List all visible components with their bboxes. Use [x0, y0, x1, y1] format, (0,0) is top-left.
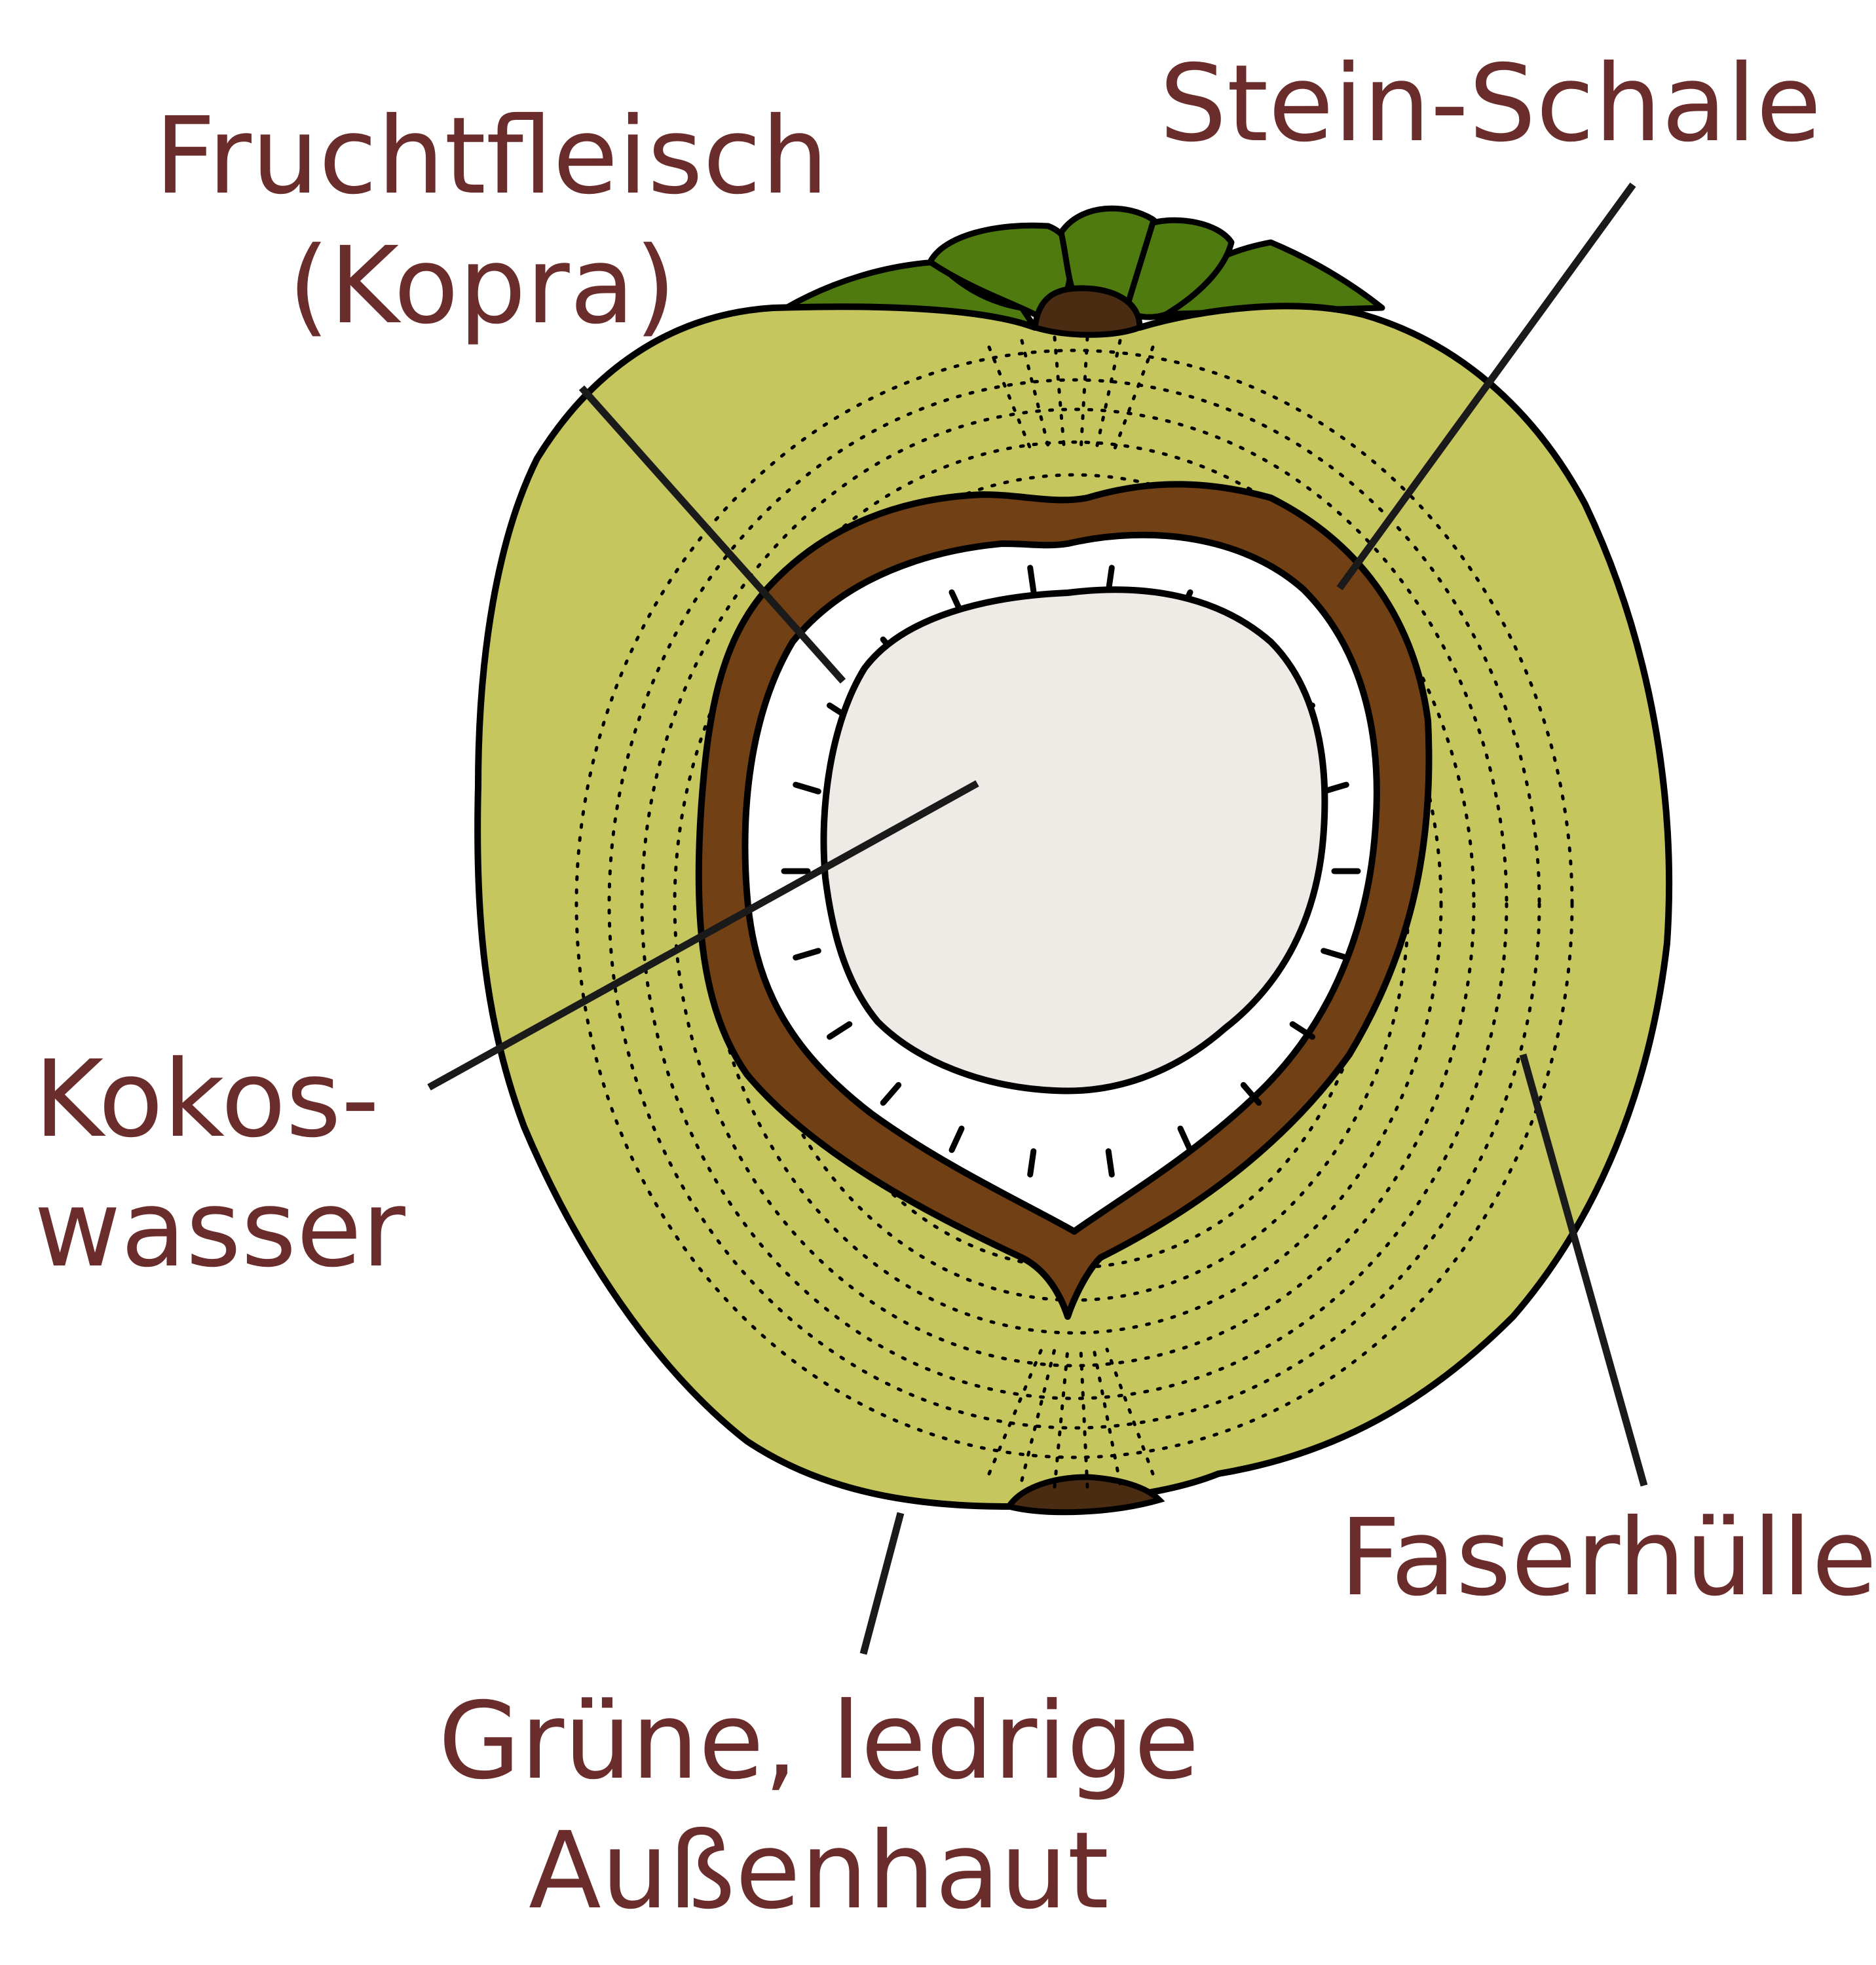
fibre-strand: [1053, 335, 1066, 454]
kernel-tick: [793, 948, 821, 961]
fibre-ring: [574, 348, 1574, 1459]
label-kokoswasser-line2: wasser: [34, 1168, 405, 1291]
kernel-tick: [1027, 565, 1037, 594]
fibre-strand: [1020, 1347, 1057, 1482]
coconut-water-cavity: [820, 586, 1328, 1095]
top-stem: [1032, 285, 1143, 338]
fibre-strand: [1112, 345, 1155, 454]
label-fruchtfleisch-line1: Fruchtfleisch: [155, 95, 829, 218]
kernel-tick: [1289, 1021, 1315, 1040]
kernel-tick: [880, 1082, 902, 1106]
kernel-tick: [1105, 1148, 1115, 1178]
fibre-strand: [1020, 339, 1050, 447]
fibre-strand: [987, 1347, 1043, 1476]
fibre-strand: [987, 345, 1034, 454]
bottom-stem: [1004, 1474, 1165, 1516]
leader-line-fruchtfleisch: [578, 385, 846, 684]
fibre-strand: [1053, 1347, 1070, 1489]
label-aussenhaut: Grüne, ledrige Außenhaut: [393, 1677, 1245, 1936]
label-faserhuelle-text: Faserhülle: [1340, 1497, 1876, 1620]
label-aussenhaut-line1: Grüne, ledrige: [438, 1680, 1199, 1803]
fibre-strand: [1095, 339, 1122, 447]
kernel-tick: [1240, 1082, 1262, 1106]
label-stein-schale-text: Stein-Schale: [1159, 43, 1822, 166]
fibre-ring: [705, 473, 1443, 1335]
leader-line-faserhuelle: [1519, 1053, 1648, 1487]
kernel-tick: [827, 1021, 853, 1040]
label-kokoswasser-line1: Kokos-: [34, 1038, 380, 1161]
fibre-strand: [1105, 1347, 1155, 1476]
fibre-strand: [1092, 1347, 1122, 1486]
label-stein-schale: Stein-Schale: [1159, 39, 1822, 169]
label-aussenhaut-line2: Außenhaut: [528, 1810, 1110, 1933]
kernel-tick: [1177, 1125, 1193, 1153]
leader-lines: [427, 182, 1648, 1655]
kernel-tick: [1027, 1148, 1037, 1178]
label-fruchtfleisch: Fruchtfleisch (Kopra): [155, 92, 829, 351]
fibre-strand: [1079, 335, 1089, 454]
leader-line-kokoswasser: [427, 780, 979, 1091]
fibre-ring: [607, 378, 1541, 1430]
leader-line-aussenhaut: [859, 1512, 905, 1655]
label-faserhuelle: Faserhülle: [1340, 1493, 1876, 1623]
kernel-tick: [1321, 948, 1349, 961]
kernel-tick: [948, 1125, 965, 1153]
leader-line-stein-schale: [1336, 182, 1636, 591]
kernel-tick: [793, 781, 821, 795]
fibre-strand: [1079, 1347, 1089, 1489]
fibre-ring: [673, 440, 1476, 1368]
label-kokoswasser: Kokos- wasser: [34, 1035, 405, 1294]
label-fruchtfleisch-line2: (Kopra): [288, 225, 677, 348]
fibre-ring: [640, 407, 1509, 1400]
